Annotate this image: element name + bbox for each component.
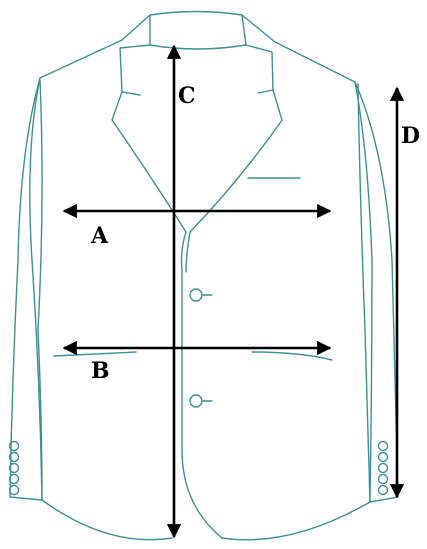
label-d: D (401, 123, 420, 149)
collar-band (149, 10, 247, 50)
front-overlap (185, 231, 191, 273)
left-sleeve (9, 77, 43, 501)
left-lower-pocket (53, 351, 137, 357)
label-c: C (178, 83, 196, 109)
left-cuff-buttons (8, 440, 20, 496)
jacket-outline (8, 10, 399, 541)
right-sleeve-inner (357, 83, 371, 503)
right-cuff-buttons (377, 440, 389, 496)
right-shoulder (221, 14, 373, 541)
left-sleeve-inner (37, 79, 43, 501)
measurement-arrows (62, 44, 405, 539)
right-lapel (189, 44, 283, 233)
right-sleeve (354, 81, 399, 503)
left-shoulder (29, 14, 173, 541)
front-edge (180, 231, 223, 539)
right-lapel-notch (257, 89, 274, 94)
right-lower-pocket (251, 351, 333, 361)
measurement-labels: A B C D (90, 83, 420, 384)
front-button-top (189, 288, 213, 302)
label-a: A (90, 223, 109, 249)
label-b: B (91, 358, 110, 384)
front-button-bottom (189, 394, 213, 408)
left-lapel-notch (121, 91, 141, 96)
